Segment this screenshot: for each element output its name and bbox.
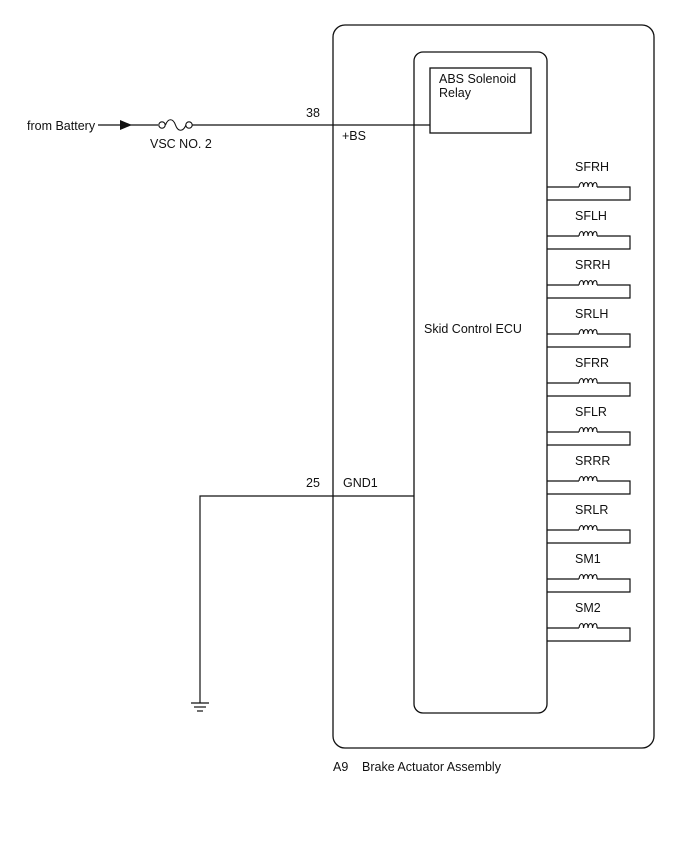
pin-38-number: 38 bbox=[306, 106, 320, 120]
coil-icon bbox=[578, 524, 598, 531]
solenoid-label: SRLH bbox=[575, 307, 608, 321]
gnd1-terminal-label: GND1 bbox=[343, 476, 378, 490]
solenoid-label: SRRH bbox=[575, 258, 610, 272]
solenoid-wire bbox=[547, 480, 631, 495]
assembly-name: Brake Actuator Assembly bbox=[362, 760, 502, 774]
solenoid-wire bbox=[547, 186, 631, 201]
solenoid-sflh: SFLH bbox=[547, 209, 631, 250]
skid-control-ecu-box bbox=[413, 51, 548, 714]
solenoid-sm1: SM1 bbox=[547, 552, 631, 593]
relay-label-line1: ABS Solenoid bbox=[439, 72, 516, 86]
fuse-icon bbox=[158, 119, 193, 131]
relay-label-line2: Relay bbox=[439, 86, 472, 100]
coil-icon bbox=[578, 328, 598, 335]
solenoid-srrr: SRRR bbox=[547, 454, 631, 495]
ecu-label: Skid Control ECU bbox=[424, 322, 522, 336]
solenoid-label: SRRR bbox=[575, 454, 610, 468]
assembly-code: A9 bbox=[333, 760, 348, 774]
battery-arrow-icon bbox=[120, 120, 132, 130]
coil-icon bbox=[578, 181, 598, 188]
solenoid-srrh: SRRH bbox=[547, 258, 631, 299]
pin-25-number: 25 bbox=[306, 476, 320, 490]
solenoid-label: SRLR bbox=[575, 503, 608, 517]
solenoid-wire bbox=[547, 431, 631, 446]
solenoid-sflr: SFLR bbox=[547, 405, 631, 446]
solenoid-srlr: SRLR bbox=[547, 503, 631, 544]
coil-icon bbox=[578, 377, 598, 384]
solenoid-label: SFRH bbox=[575, 160, 609, 174]
coil-icon bbox=[578, 279, 598, 286]
solenoid-label: SFLR bbox=[575, 405, 607, 419]
solenoid-sfrr: SFRR bbox=[547, 356, 631, 397]
solenoid-wire bbox=[547, 627, 631, 642]
solenoid-wire bbox=[547, 578, 631, 593]
abs-solenoid-relay-box bbox=[429, 67, 532, 134]
bs-terminal-label: +BS bbox=[342, 129, 366, 143]
solenoid-srlh: SRLH bbox=[547, 307, 631, 348]
solenoid-label: SM2 bbox=[575, 601, 601, 615]
solenoid-sfrh: SFRH bbox=[547, 160, 631, 201]
solenoid-label: SFRR bbox=[575, 356, 609, 370]
from-battery-label: from Battery bbox=[27, 119, 96, 133]
solenoid-label: SM1 bbox=[575, 552, 601, 566]
coil-icon bbox=[578, 230, 598, 237]
coil-icon bbox=[578, 573, 598, 580]
gnd1-ground-wire bbox=[199, 495, 414, 703]
solenoid-wire bbox=[547, 235, 631, 250]
solenoid-wire bbox=[547, 529, 631, 544]
solenoid-wire bbox=[547, 284, 631, 299]
solenoid-wire bbox=[547, 333, 631, 348]
coil-icon bbox=[578, 622, 598, 629]
coil-icon bbox=[578, 426, 598, 433]
coil-icon bbox=[578, 475, 598, 482]
solenoid-label: SFLH bbox=[575, 209, 607, 223]
solenoid-wire bbox=[547, 382, 631, 397]
ground-symbol-icon bbox=[191, 702, 209, 712]
fuse-label: VSC NO. 2 bbox=[150, 137, 212, 151]
solenoid-sm2: SM2 bbox=[547, 601, 631, 642]
